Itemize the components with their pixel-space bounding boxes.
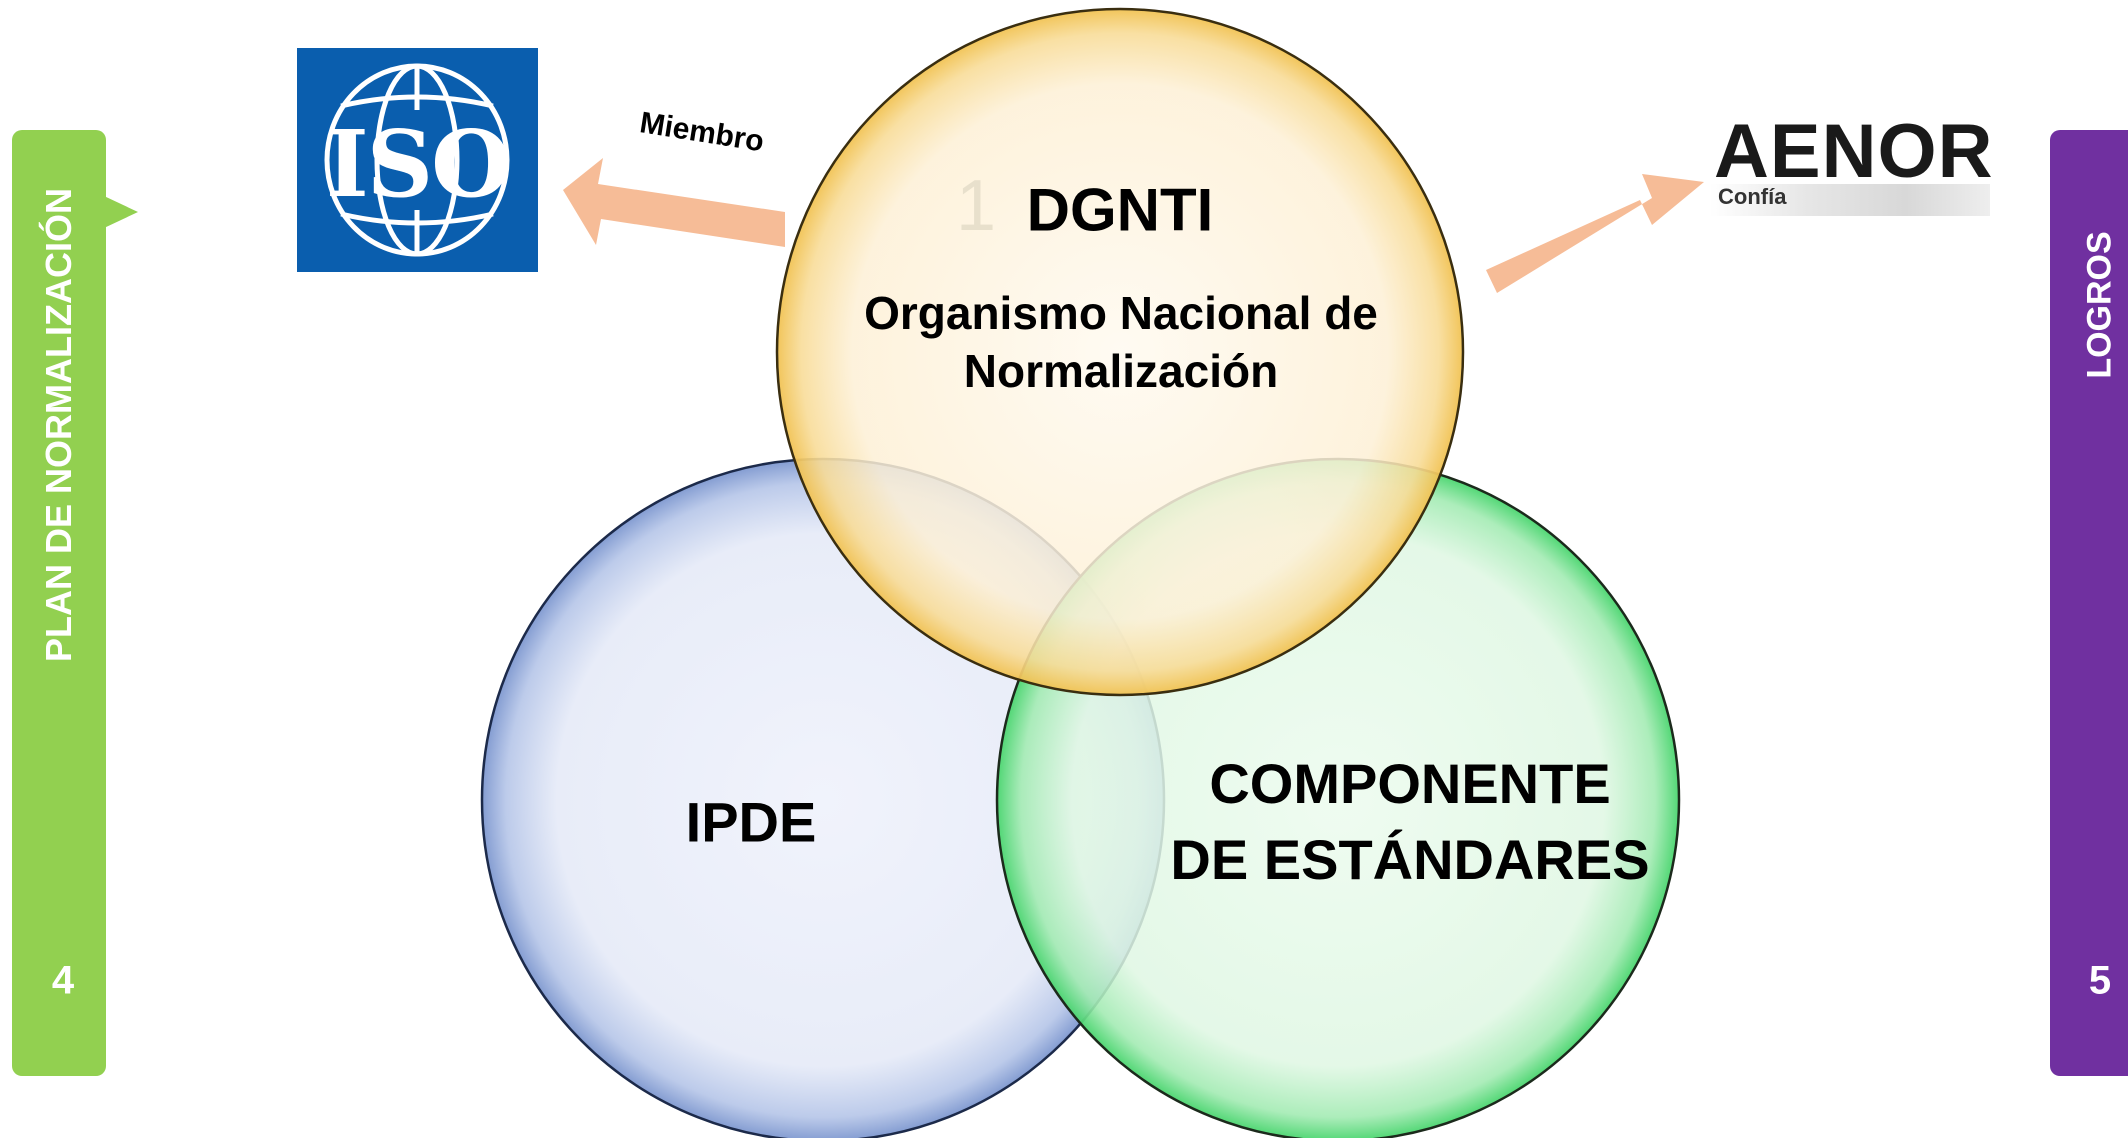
iso-logo-text: ISO [325,110,512,219]
right-section-tab[interactable] [2050,130,2128,1076]
left-tab-number: 4 [51,958,75,1003]
aenor-logo-tagline: Confía [1718,184,1787,209]
left-tab-pointer [104,196,138,228]
dgnti-circle[interactable] [775,7,1465,697]
globe-icon [324,63,510,257]
arrow-right-shape [1486,174,1704,293]
arrow-to-iso [563,158,785,247]
arrow-to-aenor [1486,174,1704,293]
left-section-tab[interactable] [12,130,106,1076]
aenor-logo-band [1710,184,1990,216]
dgnti-subtitle: Organismo Nacional de Normalización [864,287,1378,397]
dgnti-ghost-number: 1 [955,166,997,246]
right-tab-number: 5 [2088,958,2112,1003]
aenor-logo-text: AENOR [1714,109,1994,194]
iso-logo: ISO [297,48,538,272]
estandares-label: COMPONENTE DE ESTÁNDARES [1170,752,1650,891]
arrow-left-shape [563,158,785,247]
ipde-label: IPDE [685,790,817,854]
aenor-logo: AENOR Confía [1710,110,2000,220]
dgnti-title: DGNTI [1026,176,1214,244]
